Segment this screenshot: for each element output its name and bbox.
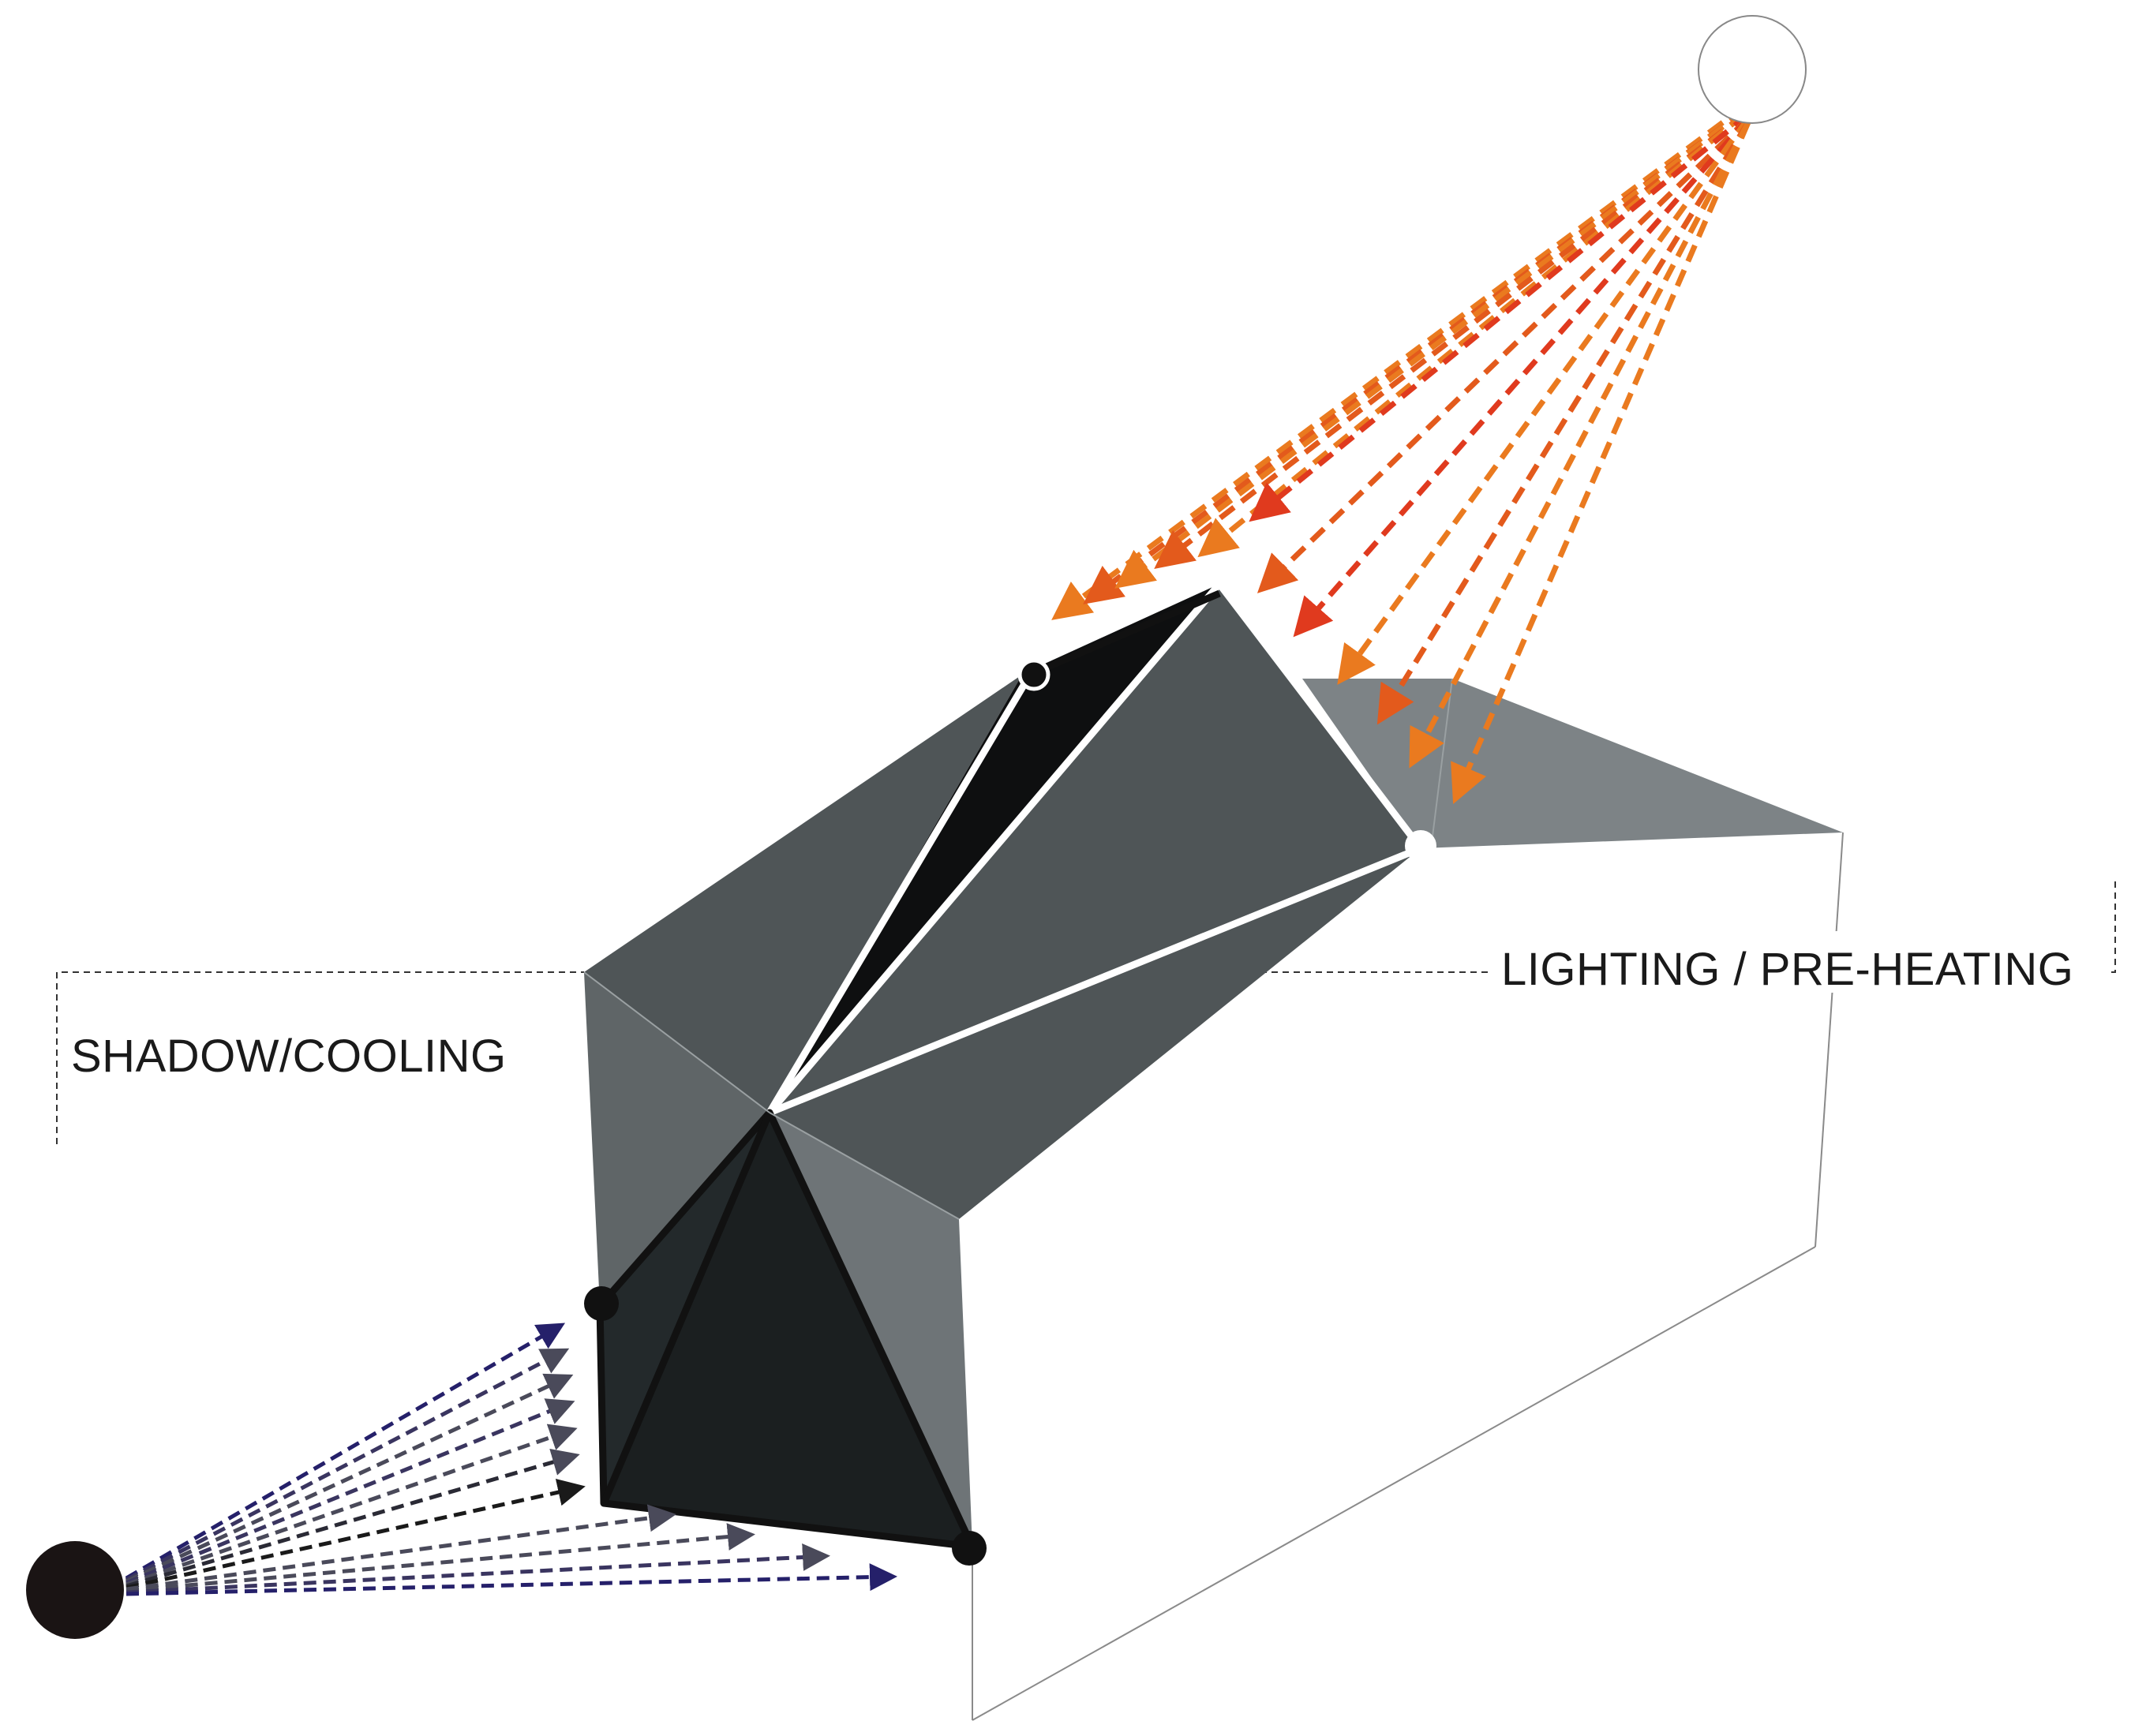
sun-ray [1114,108,1747,589]
hinge-point-top [1017,658,1051,691]
face-upper-main [770,584,1421,1113]
building-outline [972,832,1844,1721]
lighting-label-bg [1488,931,2111,993]
cooling-rays [125,1323,897,1596]
cooling-ray [125,1563,897,1596]
outline-inner [600,1111,773,1505]
building-edge-right-vertical [1815,832,1844,1248]
cooling-ray [125,1373,574,1584]
thin-line-1 [583,971,770,1113]
crease-2 [766,580,1223,1117]
sun-ray [1376,121,1751,725]
crease-4 [766,844,1425,1117]
cooling-ray [125,1449,580,1588]
lighting-preheating-bracket [1227,880,2116,973]
sun-ray [1293,116,1751,638]
cooling-ray [125,1424,578,1587]
sun-ray [1051,104,1747,620]
sun-ray [1197,112,1747,558]
face-front-dark [604,1113,972,1547]
cooling-ray [125,1398,575,1585]
face-left-side [584,972,770,1306]
face-lower-main [770,848,1421,1219]
facade-faces [584,584,1843,1547]
shadow-cooling-label: SHADOW/COOLING [71,1031,507,1082]
lighting-preheating-label: LIGHTING / PRE-HEATING [1501,944,2073,995]
sun-ray [1154,112,1747,569]
white-crease-lines [766,580,1425,1117]
crease-1 [766,671,1034,1117]
face-upper-left [584,675,1022,1113]
outline-top-edge [1028,589,1221,679]
thin-line-2 [769,1112,960,1220]
cooling-ray [125,1478,586,1590]
sun-icon [1698,15,1807,124]
hinge-point-right [1405,830,1436,862]
shade-source-icon [26,1541,124,1639]
sun-ray [1451,121,1751,804]
sun-ray [1257,116,1751,593]
building-edge-bottom [972,1246,1816,1721]
cooling-ray [125,1523,755,1593]
cooling-ray [125,1323,566,1581]
hinge-point-bottom [952,1531,987,1566]
shadow-cooling-bracket [56,971,584,1144]
sun-rays [1051,104,1751,804]
cooling-ray [125,1348,570,1582]
crease-3 [1215,580,1425,852]
cooling-ray [125,1504,676,1592]
face-right-light [1302,679,1843,848]
label-brackets [56,880,2116,1144]
hinge-point-left [584,1286,619,1321]
sun-ray [1409,121,1751,769]
cooling-ray [125,1543,830,1595]
sun-ray [1337,116,1751,685]
